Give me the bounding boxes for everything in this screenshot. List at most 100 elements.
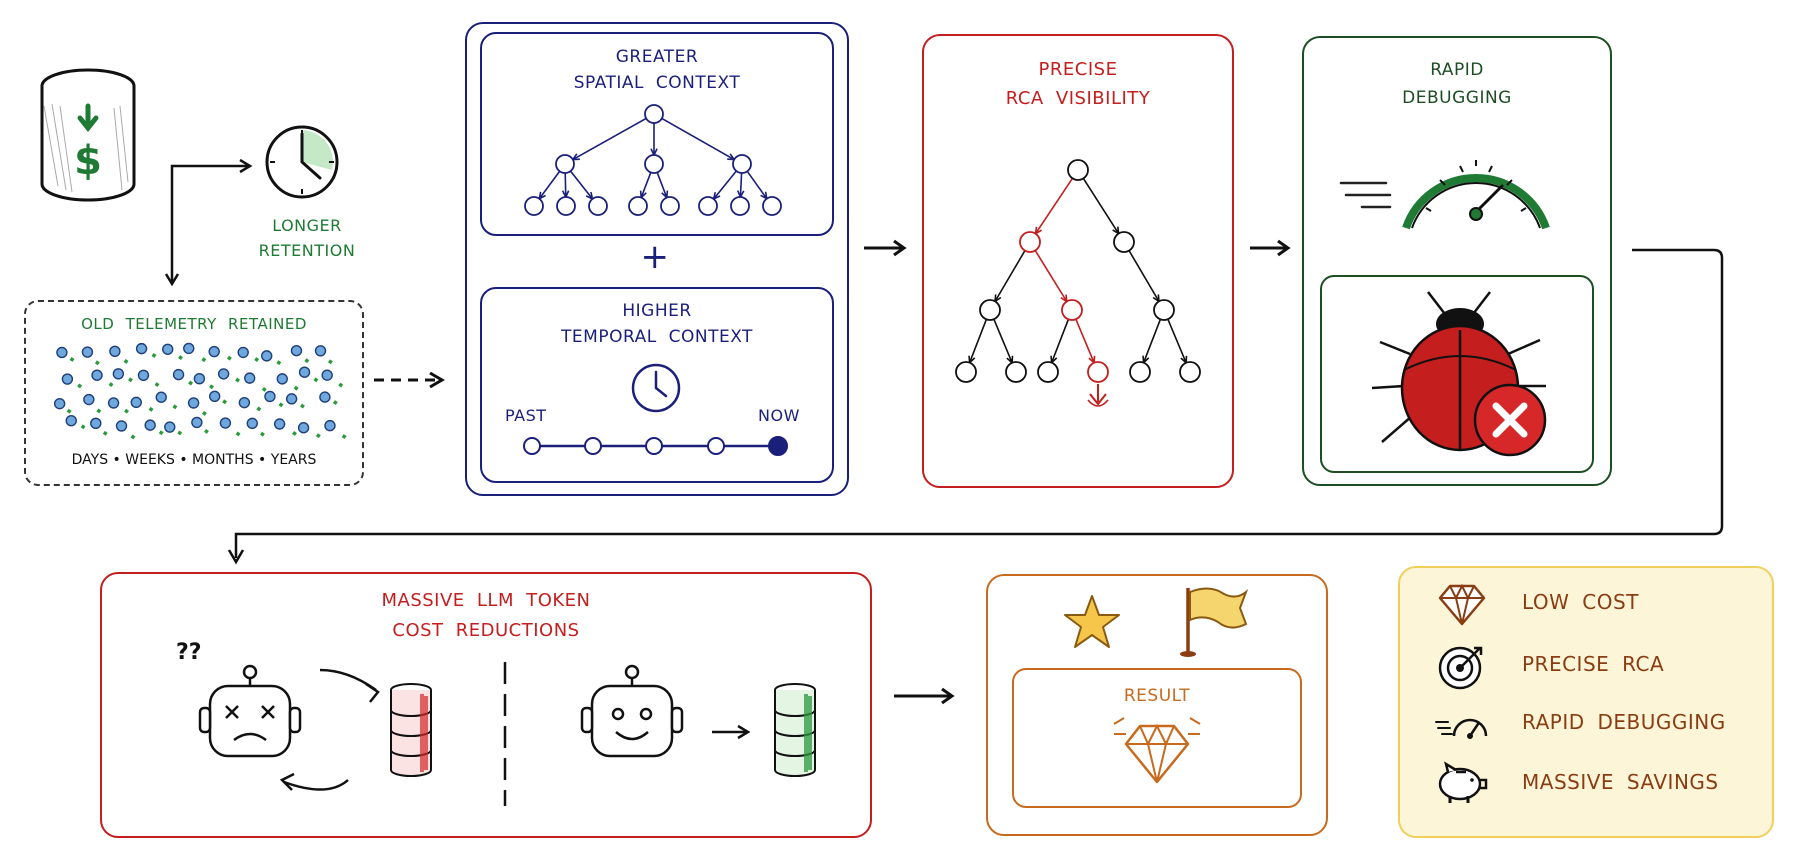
spatial-edge-0-0 (538, 170, 561, 200)
speedometer-icon (1339, 160, 1550, 230)
result-diamond-icon (1113, 717, 1201, 784)
telemetry-fleck (256, 406, 262, 412)
rca-node-l1 (955, 361, 977, 383)
bug-panel (1320, 275, 1594, 473)
rca-edge-a2-l4 (1075, 318, 1095, 364)
spatial-leaf-node-2-0 (698, 196, 718, 216)
telemetry-dot (83, 393, 95, 406)
telemetry-fleck (276, 360, 282, 366)
telemetry-fleck (278, 402, 284, 408)
telemetry-fleck (327, 359, 333, 365)
context-box (465, 22, 849, 496)
rca-node-l6 (1179, 361, 1201, 383)
telemetry-fleck (172, 404, 178, 410)
piggy-bank-icon (1438, 761, 1488, 803)
benefit-label-precise-rca: PRECISE RCA (1522, 652, 1665, 676)
telemetry-dot (107, 397, 120, 409)
benefit-label-massive-savings: MASSIVE SAVINGS (1522, 770, 1719, 794)
telemetry-fleck (128, 377, 133, 383)
telemetry-fleck (124, 408, 129, 414)
rca-box (922, 34, 1234, 488)
spatial-leaf-node-0-0 (524, 196, 544, 216)
rca-edge-a1-l1 (968, 319, 988, 363)
telemetry-dot (264, 390, 276, 403)
telemetry-dot (65, 414, 77, 427)
rca-node-l3 (1037, 361, 1059, 383)
telemetry-dot (314, 345, 327, 357)
rca-edge-a2-l3 (1050, 319, 1070, 363)
benefit-item-low-cost: LOW COST (1432, 578, 1762, 632)
telemetry-dot (191, 416, 203, 429)
telemetry-fleck (102, 430, 108, 436)
rca-edge-a-a2 (1034, 250, 1068, 302)
loop-arrows (279, 668, 380, 791)
rca-edge-b-b1 (1128, 250, 1160, 302)
telemetry-dot (237, 346, 249, 359)
telemetry-dot (298, 366, 311, 378)
root-cause-marker (1089, 384, 1107, 406)
spatial-leaf-node-1-1 (660, 196, 680, 216)
telemetry-dot (172, 368, 185, 381)
debug-box (1302, 36, 1612, 486)
spatial-mid-node-2 (732, 154, 752, 174)
rca-node-b (1113, 231, 1135, 253)
telemetry-dot (246, 417, 258, 430)
token-cost-title: MASSIVE LLM TOKEN COST REDUCTIONS (381, 590, 591, 641)
telemetry-title: OLD TELEMETRY RETAINED (81, 315, 307, 333)
spatial-edge-2-0 (713, 170, 737, 200)
telemetry-fleck (254, 357, 260, 362)
period-months: MONTHS (192, 452, 254, 468)
spatial-mid-node-1 (644, 154, 664, 174)
telemetry-fleck (209, 384, 214, 390)
telemetry-fleck (123, 358, 129, 364)
rca-node-l4 (1087, 361, 1109, 383)
telemetry-dot (112, 368, 125, 380)
spatial-leaf-node-1-0 (628, 196, 648, 216)
spatial-edge-1-0 (640, 172, 652, 198)
period-weeks: WEEKS (125, 452, 175, 468)
rca-node-l5 (1129, 361, 1151, 383)
telemetry-dot (61, 373, 74, 385)
telemetry-fleck (158, 430, 164, 436)
rca-node-l2 (1005, 361, 1027, 383)
telemetry-dot (208, 345, 220, 358)
spatial-edge-0-1 (564, 172, 567, 198)
spatial-edge-root-2 (661, 117, 735, 161)
clock-icon (265, 125, 339, 199)
telemetry-fleck (204, 429, 209, 434)
telemetry-dot (56, 346, 68, 359)
arrow-token-to-result (894, 687, 955, 705)
telemetry-dot (321, 369, 333, 381)
error-x-icon (1473, 383, 1547, 457)
period-years: YEARS (270, 452, 317, 468)
telemetry-dot (290, 344, 303, 357)
period-days: DAYS (71, 452, 109, 468)
debug-title: RAPID DEBUGGING (1402, 60, 1512, 108)
telemetry-fleck (293, 385, 299, 391)
root-cause-marker-base (1087, 399, 1109, 407)
rca-node-a2 (1061, 299, 1083, 321)
spatial-context-title: GREATER SPATIAL CONTEXT (573, 47, 741, 93)
timeline (523, 436, 788, 456)
telemetry-dot (183, 342, 195, 355)
spatial-leaf-node-2-1 (730, 196, 750, 216)
past-label: PAST (505, 406, 547, 425)
telemetry-fleck (259, 431, 265, 437)
telemetry-dot (91, 369, 103, 381)
telemetry-fleck (80, 424, 86, 430)
telemetry-fleck (130, 434, 136, 440)
spatial-edge-0-2 (569, 170, 594, 200)
benefit-label-low-cost: LOW COST (1522, 590, 1639, 614)
telemetry-dot (155, 391, 167, 403)
rca-node-a1 (979, 299, 1001, 321)
telemetry-fleck (77, 383, 83, 389)
spatial-leaf-node-2-2 (762, 196, 782, 216)
telemetry-dot (261, 350, 273, 362)
telemetry-fleck (178, 355, 183, 361)
telemetry-dot (297, 422, 310, 434)
telemetry-fleck (201, 410, 207, 416)
telemetry-dot (244, 372, 256, 384)
telemetry-fleck (313, 377, 319, 383)
plus-sign: + (640, 237, 670, 277)
benefit-item-rapid-debugging: RAPID DEBUGGING (1432, 696, 1762, 750)
